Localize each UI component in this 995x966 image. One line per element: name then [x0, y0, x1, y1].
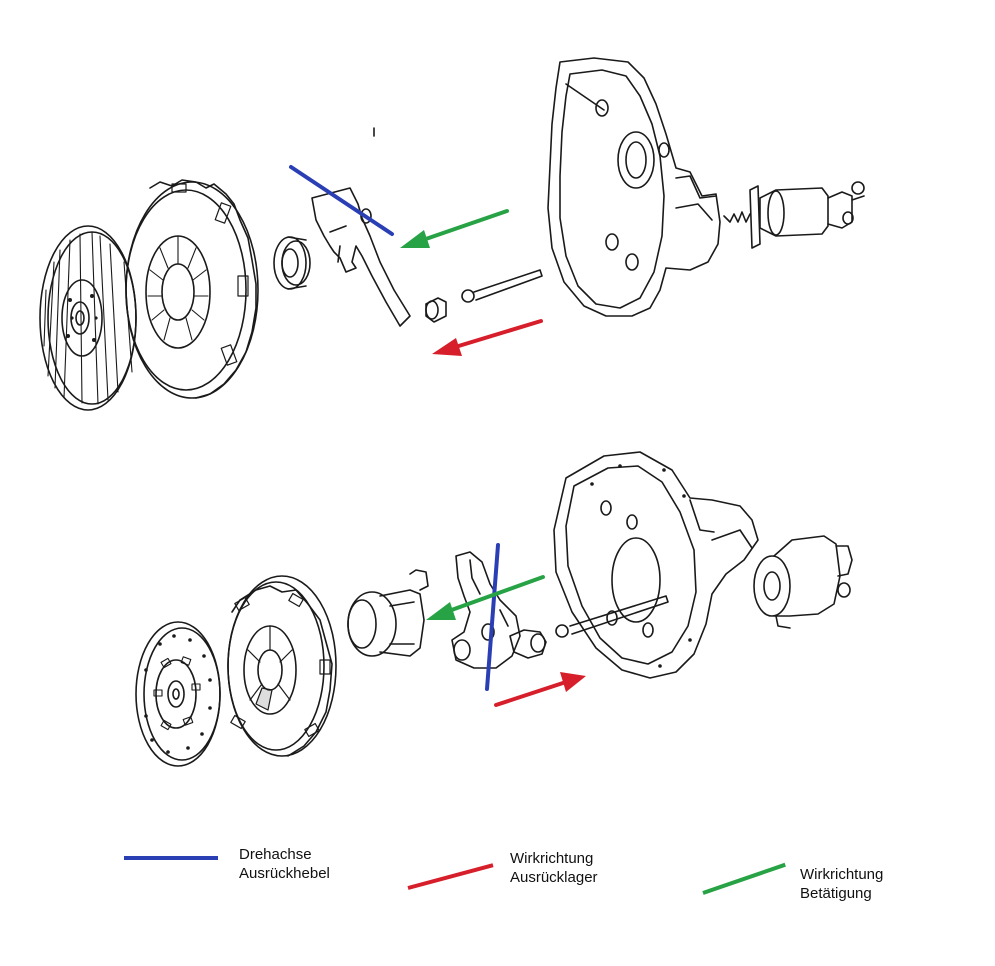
legend-axis-label: Drehachse Ausrückhebel [239, 845, 330, 883]
upper-pressure-plate [125, 179, 259, 399]
lower-release-fork [451, 551, 521, 669]
legend-actuation-label: Wirkrichtung Betätigung [800, 865, 883, 903]
upper-release-lever [311, 127, 411, 327]
lower-actuation-arrow [426, 575, 545, 620]
lower-bearing-arrow [494, 672, 586, 707]
legend-bearing-line1: Wirkrichtung [510, 850, 594, 867]
upper-actuation-arrow [400, 209, 509, 248]
legend-axis-line2: Ausrückhebel [239, 865, 330, 882]
upper-axis-line [289, 165, 394, 236]
lower-clutch-disc [135, 621, 221, 767]
lower-bell-housing [553, 451, 759, 679]
lower-slave-cylinder [753, 535, 853, 629]
legend-actuation-line2: Betätigung [800, 885, 872, 902]
legend-actuation-line1: Wirkrichtung [800, 866, 884, 883]
legend-axis-swatch [124, 856, 218, 860]
legend-bearing-label: Wirkrichtung Ausrücklager [510, 849, 598, 887]
upper-clutch-assembly [39, 57, 865, 411]
upper-slave-cylinder [723, 181, 865, 249]
upper-annotations [289, 165, 543, 356]
upper-bearing-arrow [432, 319, 543, 356]
lower-release-bearing [347, 569, 429, 657]
upper-bell-housing [547, 57, 721, 317]
lower-clutch-assembly [135, 451, 853, 767]
legend-axis-line1: Drehachse [239, 846, 312, 863]
lower-pressure-plate [227, 575, 337, 757]
upper-release-bearing [273, 236, 311, 290]
lower-axis-line [485, 543, 500, 691]
upper-pivot-bushing [425, 297, 447, 323]
lower-push-rod [555, 595, 669, 638]
legend-bearing-line2: Ausrücklager [510, 869, 598, 886]
lower-pivot-bushing [509, 629, 547, 659]
lower-annotations [426, 543, 586, 707]
upper-clutch-disc [39, 225, 137, 411]
upper-push-rod [461, 269, 543, 303]
